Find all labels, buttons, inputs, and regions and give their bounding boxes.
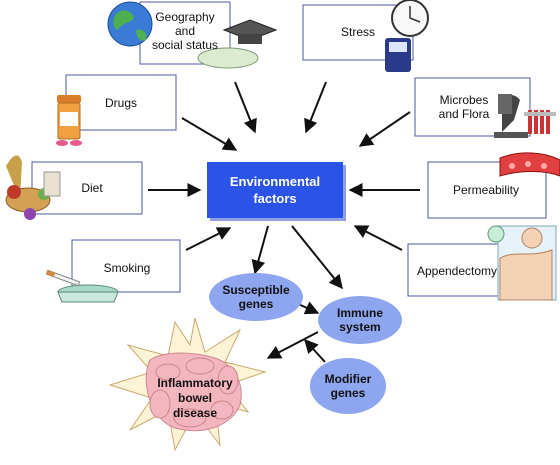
susceptible-genes-label: Susceptible genes <box>222 283 290 311</box>
factor-label-permeability: Permeability <box>452 183 520 197</box>
arrow-modifier-immune <box>304 338 326 363</box>
factor-box-smoking <box>71 239 181 293</box>
factor-label-diet: Diet <box>81 181 103 195</box>
arrow-microbes <box>358 111 411 147</box>
pill-bottle-icon <box>56 95 82 146</box>
surgery-patient-icon <box>487 225 557 301</box>
arrow-immune-ibd <box>266 331 319 359</box>
factor-label-appendectomy: Appendectomy <box>416 264 498 278</box>
factor-box-drugs <box>65 74 177 131</box>
cigarette-ashtray-icon <box>45 269 119 303</box>
modifier-genes-ellipse <box>310 358 386 414</box>
immune-system-label: Immune system <box>336 306 383 334</box>
center-box <box>207 162 343 218</box>
bowel-illustration <box>145 352 242 432</box>
globe-graduation-cap-icon <box>107 1 278 69</box>
ibd-label: Inflammatory bowel disease <box>157 376 233 420</box>
arrow-smoking <box>185 227 232 251</box>
arrow-center-immune <box>291 225 343 290</box>
clock-stopwatch-icon <box>385 0 429 72</box>
factor-label-drugs: Drugs <box>104 96 137 110</box>
food-basket-icon <box>5 155 61 220</box>
arrow-center-susceptible <box>251 225 269 275</box>
arrow-appendectomy <box>353 225 403 251</box>
modifier-genes-label: Modifier genes <box>324 372 372 400</box>
susceptible-genes-ellipse <box>209 273 303 321</box>
arrow-stress <box>304 81 327 134</box>
factor-label-smoking: Smoking <box>103 261 151 275</box>
factor-arrows <box>148 81 420 363</box>
arrow-drugs <box>181 117 238 151</box>
arrow-geography <box>234 81 257 134</box>
center-label: Environmental factors <box>229 174 321 206</box>
microscope-icon <box>494 94 556 138</box>
factor-label-stress: Stress <box>340 25 375 39</box>
immune-system-ellipse <box>318 296 402 344</box>
factor-box-appendectomy <box>407 243 509 297</box>
factor-label-geography: Geography and social status <box>151 10 219 52</box>
factor-label-microbes: Microbes and Flora <box>438 93 490 121</box>
blood-vessel-icon <box>499 152 560 177</box>
